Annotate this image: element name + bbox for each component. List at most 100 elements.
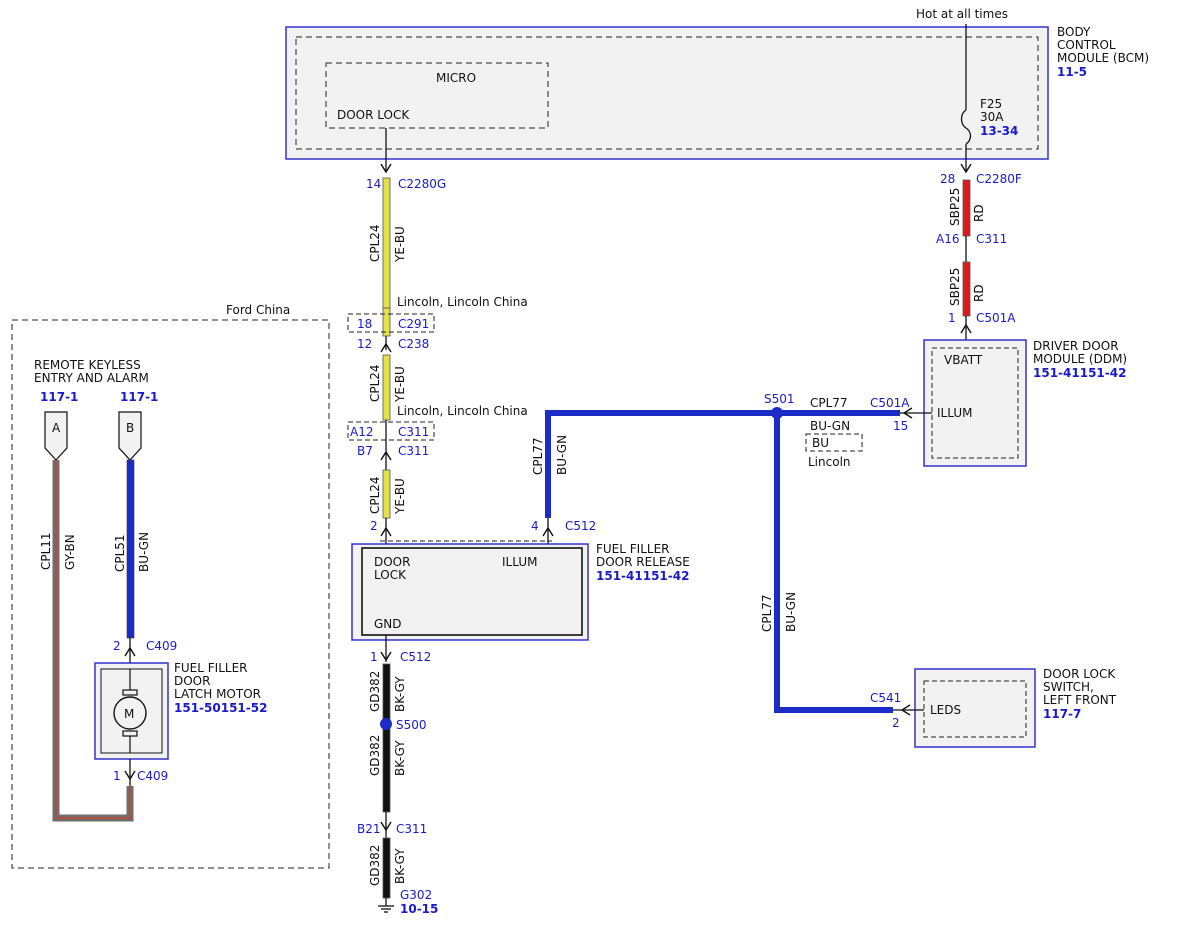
ddm-vbatt-arrow (960, 323, 972, 334)
fuse-name: F25 (980, 97, 1002, 111)
bcm-micro-box (325, 62, 549, 129)
cpl77-alt-color: BU (812, 436, 829, 450)
c311b-conn: C311 (398, 444, 429, 458)
c311-gnd-conn: C311 (396, 822, 427, 836)
c541-conn: C541 (870, 691, 901, 705)
c291-conn: C291 (398, 317, 429, 331)
c2280f-conn: C2280F (976, 172, 1022, 186)
g302-ref: 10-15 (400, 902, 438, 916)
gd382-color-2: BK-GY (393, 740, 407, 776)
fuse-f25-symbol (960, 109, 972, 145)
c238-conn: C238 (398, 337, 429, 351)
ddm-illum-label: ILLUM (937, 406, 972, 420)
motor-title-line2: DOOR (174, 674, 210, 688)
c311-gnd-arrow (380, 821, 392, 832)
cpl77-left-circuit: CPL77 (531, 437, 545, 475)
cpl24-wire-seg1 (382, 177, 391, 309)
cpl24-circuit-2: CPL24 (368, 364, 382, 402)
bcm-doorlock-arrow (380, 163, 392, 174)
c409-top-conn: C409 (146, 639, 177, 653)
c311-rd-conn: C311 (976, 232, 1007, 246)
ddm-module-box (923, 339, 1027, 467)
c409-top-pin: 2 (113, 639, 121, 653)
cpl24-circuit-1: CPL24 (368, 224, 382, 262)
rke-ref-b: 117-1 (120, 390, 158, 404)
lincoln-alt-box (805, 433, 863, 452)
bcm-title-line2: CONTROL (1057, 38, 1116, 52)
bcm-title-line3: MODULE (BCM) (1057, 51, 1149, 65)
gd382-wire-seg3 (382, 837, 391, 899)
ddm-title-line1: DRIVER DOOR (1033, 339, 1119, 353)
bcm-inner-dashed (295, 36, 1039, 150)
c501a-top-pin: 1 (948, 311, 956, 325)
c409-top-arrow (124, 646, 136, 657)
gd382-circuit-2: GD382 (368, 735, 382, 776)
motor-title-line1: FUEL FILLER (174, 661, 248, 675)
rke-connector-b (118, 411, 142, 461)
ffdr-inner-box (361, 547, 583, 636)
c311a-conn: C311 (398, 425, 429, 439)
cpl24-color-1: YE-BU (393, 226, 407, 263)
ffdr-illum-arrow (542, 526, 554, 537)
c2280f-pin: 28 (940, 172, 955, 186)
cpl77-branch-wire (774, 413, 893, 713)
bcm-door-lock-label: DOOR LOCK (337, 108, 410, 122)
c311-gnd-pin: B21 (357, 822, 381, 836)
motor-symbol-circle (113, 696, 147, 730)
ffdr-illum-pin: 4 (531, 519, 539, 533)
cpl11-circuit: CPL11 (39, 532, 53, 570)
hot-label: Hot at all times (916, 7, 1008, 21)
dls-inner-dashed (923, 680, 1027, 738)
c512-gnd-arrow (380, 651, 392, 662)
rke-title-line1: REMOTE KEYLESS (34, 358, 141, 372)
s500-splice-dot (380, 718, 392, 730)
cpl11-color: GY-BN (63, 534, 77, 570)
bcm-title-line1: BODY (1057, 25, 1091, 39)
motor-title-line3: LATCH MOTOR (174, 687, 261, 701)
c2280f-arrow (960, 163, 972, 174)
cpl24-circuit-3: CPL24 (368, 476, 382, 514)
cpl24-color-3: YE-BU (393, 478, 407, 515)
ffdr-doorlock-line2: LOCK (374, 568, 407, 582)
s500-label: S500 (396, 718, 427, 732)
ffdr-illum-label: ILLUM (502, 555, 537, 569)
cpl77-main-color: BU-GN (810, 419, 850, 433)
dls-title-line3: LEFT FRONT (1043, 693, 1117, 707)
c311a-pin: A12 (350, 425, 373, 439)
fuse-ref: 13-34 (980, 124, 1018, 138)
c311b-arrow (380, 450, 392, 461)
rke-title-line2: ENTRY AND ALARM (34, 371, 149, 385)
dls-title-line2: SWITCH, (1043, 680, 1094, 694)
dls-title-line1: DOOR LOCK (1043, 667, 1116, 681)
rke-connector-a-label: A (52, 421, 61, 435)
sbp25-wire-seg2 (962, 261, 971, 317)
gd382-color-3: BK-GY (393, 848, 407, 884)
motor-inner-box (100, 668, 163, 754)
ddm-illum-arrow (902, 407, 913, 419)
c311b-pin: B7 (357, 444, 373, 458)
cpl77-main-circuit: CPL77 (810, 396, 848, 410)
ford-china-label: Ford China (226, 303, 290, 317)
ddm-title-line2: MODULE (DDM) (1033, 352, 1127, 366)
c501a-illum-pin: 15 (893, 419, 908, 433)
gd382-wire-seg1 (382, 663, 391, 813)
ffdr-gnd-label: GND (374, 617, 402, 631)
ddm-vbatt-label: VBATT (944, 353, 983, 367)
c2280g-pin: 14 (366, 177, 381, 191)
cpl24-wire-seg2 (382, 354, 391, 421)
motor-cap-top (122, 689, 138, 696)
cpl77-left-color: BU-GN (555, 435, 569, 475)
g302-label: G302 (400, 888, 432, 902)
c291-pin: 18 (357, 317, 372, 331)
cpl77-branch-color: BU-GN (784, 592, 798, 632)
c311a-dashed-box (347, 421, 435, 441)
s501-label: S501 (764, 392, 795, 406)
ffdr-title-line1: FUEL FILLER (596, 542, 670, 556)
c409-bottom-pin: 1 (113, 769, 121, 783)
gd382-circuit-3: GD382 (368, 845, 382, 886)
rke-connector-b-label: B (126, 421, 134, 435)
gd382-color-1: BK-GY (393, 676, 407, 712)
ffdr-illum-conn: C512 (565, 519, 596, 533)
